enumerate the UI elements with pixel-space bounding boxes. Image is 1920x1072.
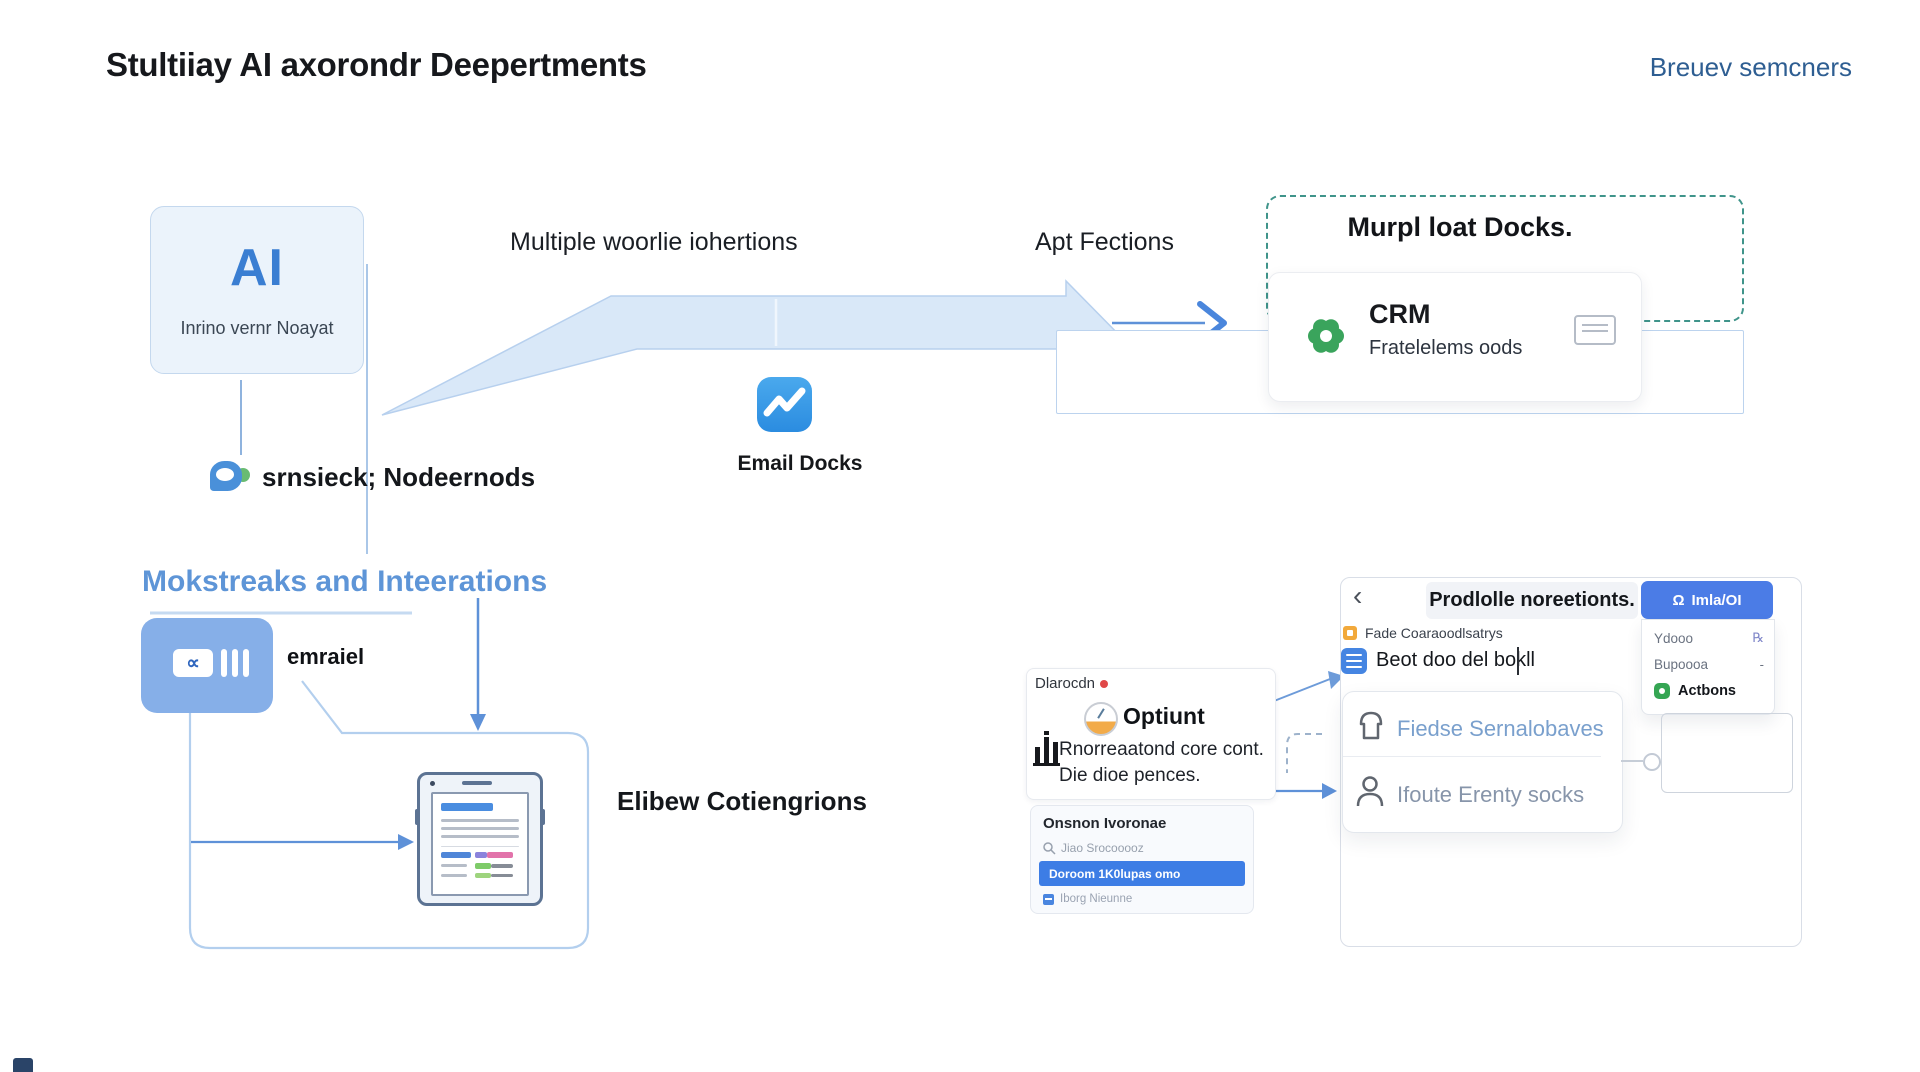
panel-title: Prodlolle noreetionts. [1426, 582, 1638, 619]
panel-main-row-label[interactable]: Beot doo del bokll [1376, 649, 1536, 671]
chat-bubble-icon [210, 459, 250, 497]
list-selected-row[interactable]: Doroom 1K0lupas omo [1039, 861, 1245, 886]
rx-icon: ℞ [1752, 630, 1764, 645]
connector-card-to-panel [1273, 678, 1331, 702]
card-tag-label: Dlarocdn [1035, 675, 1096, 692]
flow-builder-panel: ‹ Prodlolle noreetionts. Ω Imla/OI Ydooo… [1340, 577, 1802, 947]
bread-icon [1359, 711, 1383, 740]
dashed-box-title: Murpl loat Docks. [1347, 212, 1573, 242]
text-cursor [1517, 647, 1519, 675]
crm-title: CRM [1369, 299, 1431, 329]
crm-subtitle: Fratelelems oods [1369, 337, 1523, 359]
list-search-row[interactable]: Jiao Srocooooz [1043, 841, 1144, 855]
node-options-card: Fiedse Sernalobaves Ifoute Erenty socks [1342, 691, 1623, 833]
list-card-title: Onsnon Ivoronae [1043, 815, 1167, 832]
back-chevron-icon[interactable]: ‹ [1353, 580, 1363, 611]
email-docks-label: Email Docks [737, 452, 863, 475]
list-item-label: Iborg Nieunne [1060, 893, 1133, 905]
optiunt-line1: Rnorreaatond core cont. [1059, 739, 1264, 760]
menu-item-label: Bupoooa [1654, 657, 1709, 672]
chat-row-label: srnsieck; Nodeernods [262, 462, 536, 492]
train-ai-button-label: Imla/OI [1691, 591, 1742, 609]
crm-gear-icon [1308, 319, 1344, 353]
email-node: ∝ [141, 618, 273, 713]
actions-green-icon [1654, 683, 1670, 699]
list-lines-icon [1574, 315, 1616, 345]
corner-mark [13, 1058, 33, 1072]
email-node-glyph-icon: ∝ [173, 649, 213, 677]
page-title: Stultiiay AI axorondr Deepertments [106, 46, 647, 83]
document-label: Elibew Cotiengrions [617, 786, 867, 816]
node-connector-line [1621, 760, 1643, 762]
selection-list-card: Onsnon Ivoronae Jiao Srocooooz Doroom 1K… [1030, 805, 1254, 914]
menu-item-label: Actbons [1678, 683, 1736, 699]
email-node-label: emraiel [287, 644, 365, 669]
list-item-icon [1043, 893, 1054, 905]
train-ai-button[interactable]: Ω Imla/OI [1641, 581, 1773, 619]
right-arrowhead-icon [398, 834, 414, 850]
email-docks-icon [757, 377, 812, 432]
ai-logo-icon: AI [230, 238, 284, 297]
ai-node-label: Inrino vernr Noayat [180, 317, 334, 338]
ai-node: AI Inrino vernr Noayat [150, 206, 364, 374]
down-arrowhead-icon [470, 714, 486, 731]
node-connector-port[interactable] [1643, 753, 1661, 771]
menu-item-ydooo[interactable]: Ydooo ℞ [1654, 630, 1764, 646]
node-option-2[interactable]: Ifoute Erenty socks [1397, 782, 1585, 807]
document-tablet-illustration [415, 772, 545, 906]
big-flow-arrow [381, 279, 1131, 416]
arrow-label-2: Apt Fections [1035, 228, 1174, 256]
menu-item-label: Ydooo [1654, 630, 1694, 646]
crm-card[interactable]: CRM Fratelelems oods [1268, 272, 1642, 402]
optiunt-title: Optiunt [1123, 703, 1205, 729]
integration-container-outline [188, 680, 590, 950]
person-icon [1356, 776, 1384, 807]
menu-item-bupoooa[interactable]: Bupoooa - [1654, 657, 1764, 672]
header-link[interactable]: Breuev semcners [1649, 52, 1852, 82]
section-heading: Mokstreaks and Inteerations [142, 565, 548, 598]
next-node-placeholder [1661, 713, 1793, 793]
list-search-label: Jiao Srocooooz [1061, 841, 1144, 855]
optiunt-card: Dlarocdn Optiunt Rnorreaatond core cont.… [1026, 668, 1276, 800]
search-icon [1043, 841, 1056, 855]
list-item-row[interactable]: Iborg Nieunne [1043, 893, 1132, 905]
panel-small-row-label: Fade Coaraoodlsatrys [1365, 625, 1503, 641]
gauge-icon [1084, 702, 1118, 736]
card-tag: Dlarocdn [1035, 675, 1109, 692]
dash-icon: - [1759, 657, 1764, 672]
divider [1343, 756, 1601, 757]
arrow-label-1: Multiple woorlie iohertions [510, 228, 798, 256]
tablet-page [431, 792, 529, 896]
folder-orange-icon [1343, 626, 1357, 640]
optiunt-line2: Die dioe pences. [1059, 765, 1201, 786]
dashed-elbow-connector [1286, 733, 1322, 773]
menu-item-actions[interactable]: Actbons [1654, 683, 1764, 699]
list-blue-icon [1341, 648, 1367, 674]
node-option-1[interactable]: Fiedse Sernalobaves [1397, 716, 1604, 741]
record-dot-icon [1100, 679, 1109, 688]
panel-dropdown-menu: Ydooo ℞ Bupoooa - Actbons [1641, 619, 1775, 715]
omega-icon: Ω [1672, 591, 1685, 609]
chart-glyph-icon [1033, 731, 1060, 766]
right-arrowhead2-icon [1322, 783, 1337, 799]
